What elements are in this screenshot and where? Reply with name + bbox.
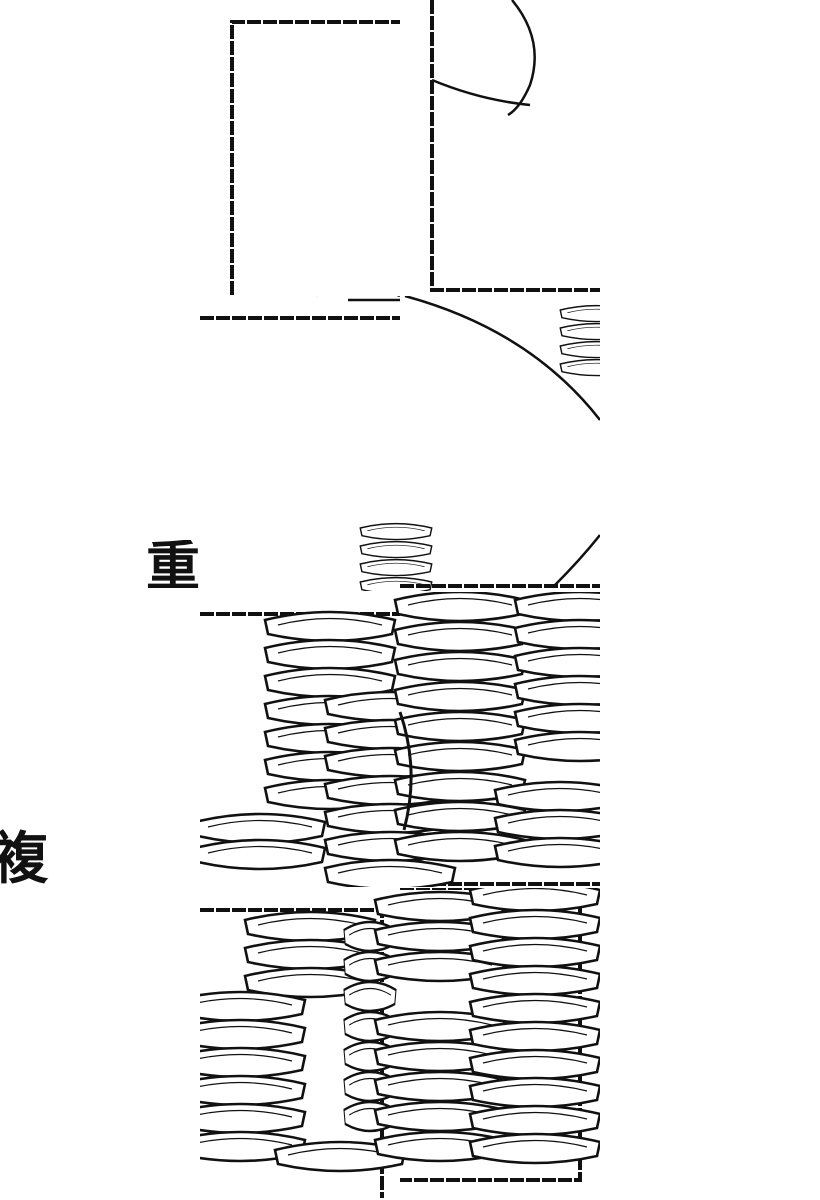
plate-stacks-bottom-panel: [200, 888, 600, 1198]
caption-bottom: 複: [0, 827, 48, 892]
panel-frame-1: [230, 20, 400, 295]
caption-top: 重: [146, 535, 200, 598]
panel-frame-3: [200, 296, 600, 591]
panel-frame-2: [430, 0, 600, 292]
plate-stacks-panel: [200, 592, 600, 887]
